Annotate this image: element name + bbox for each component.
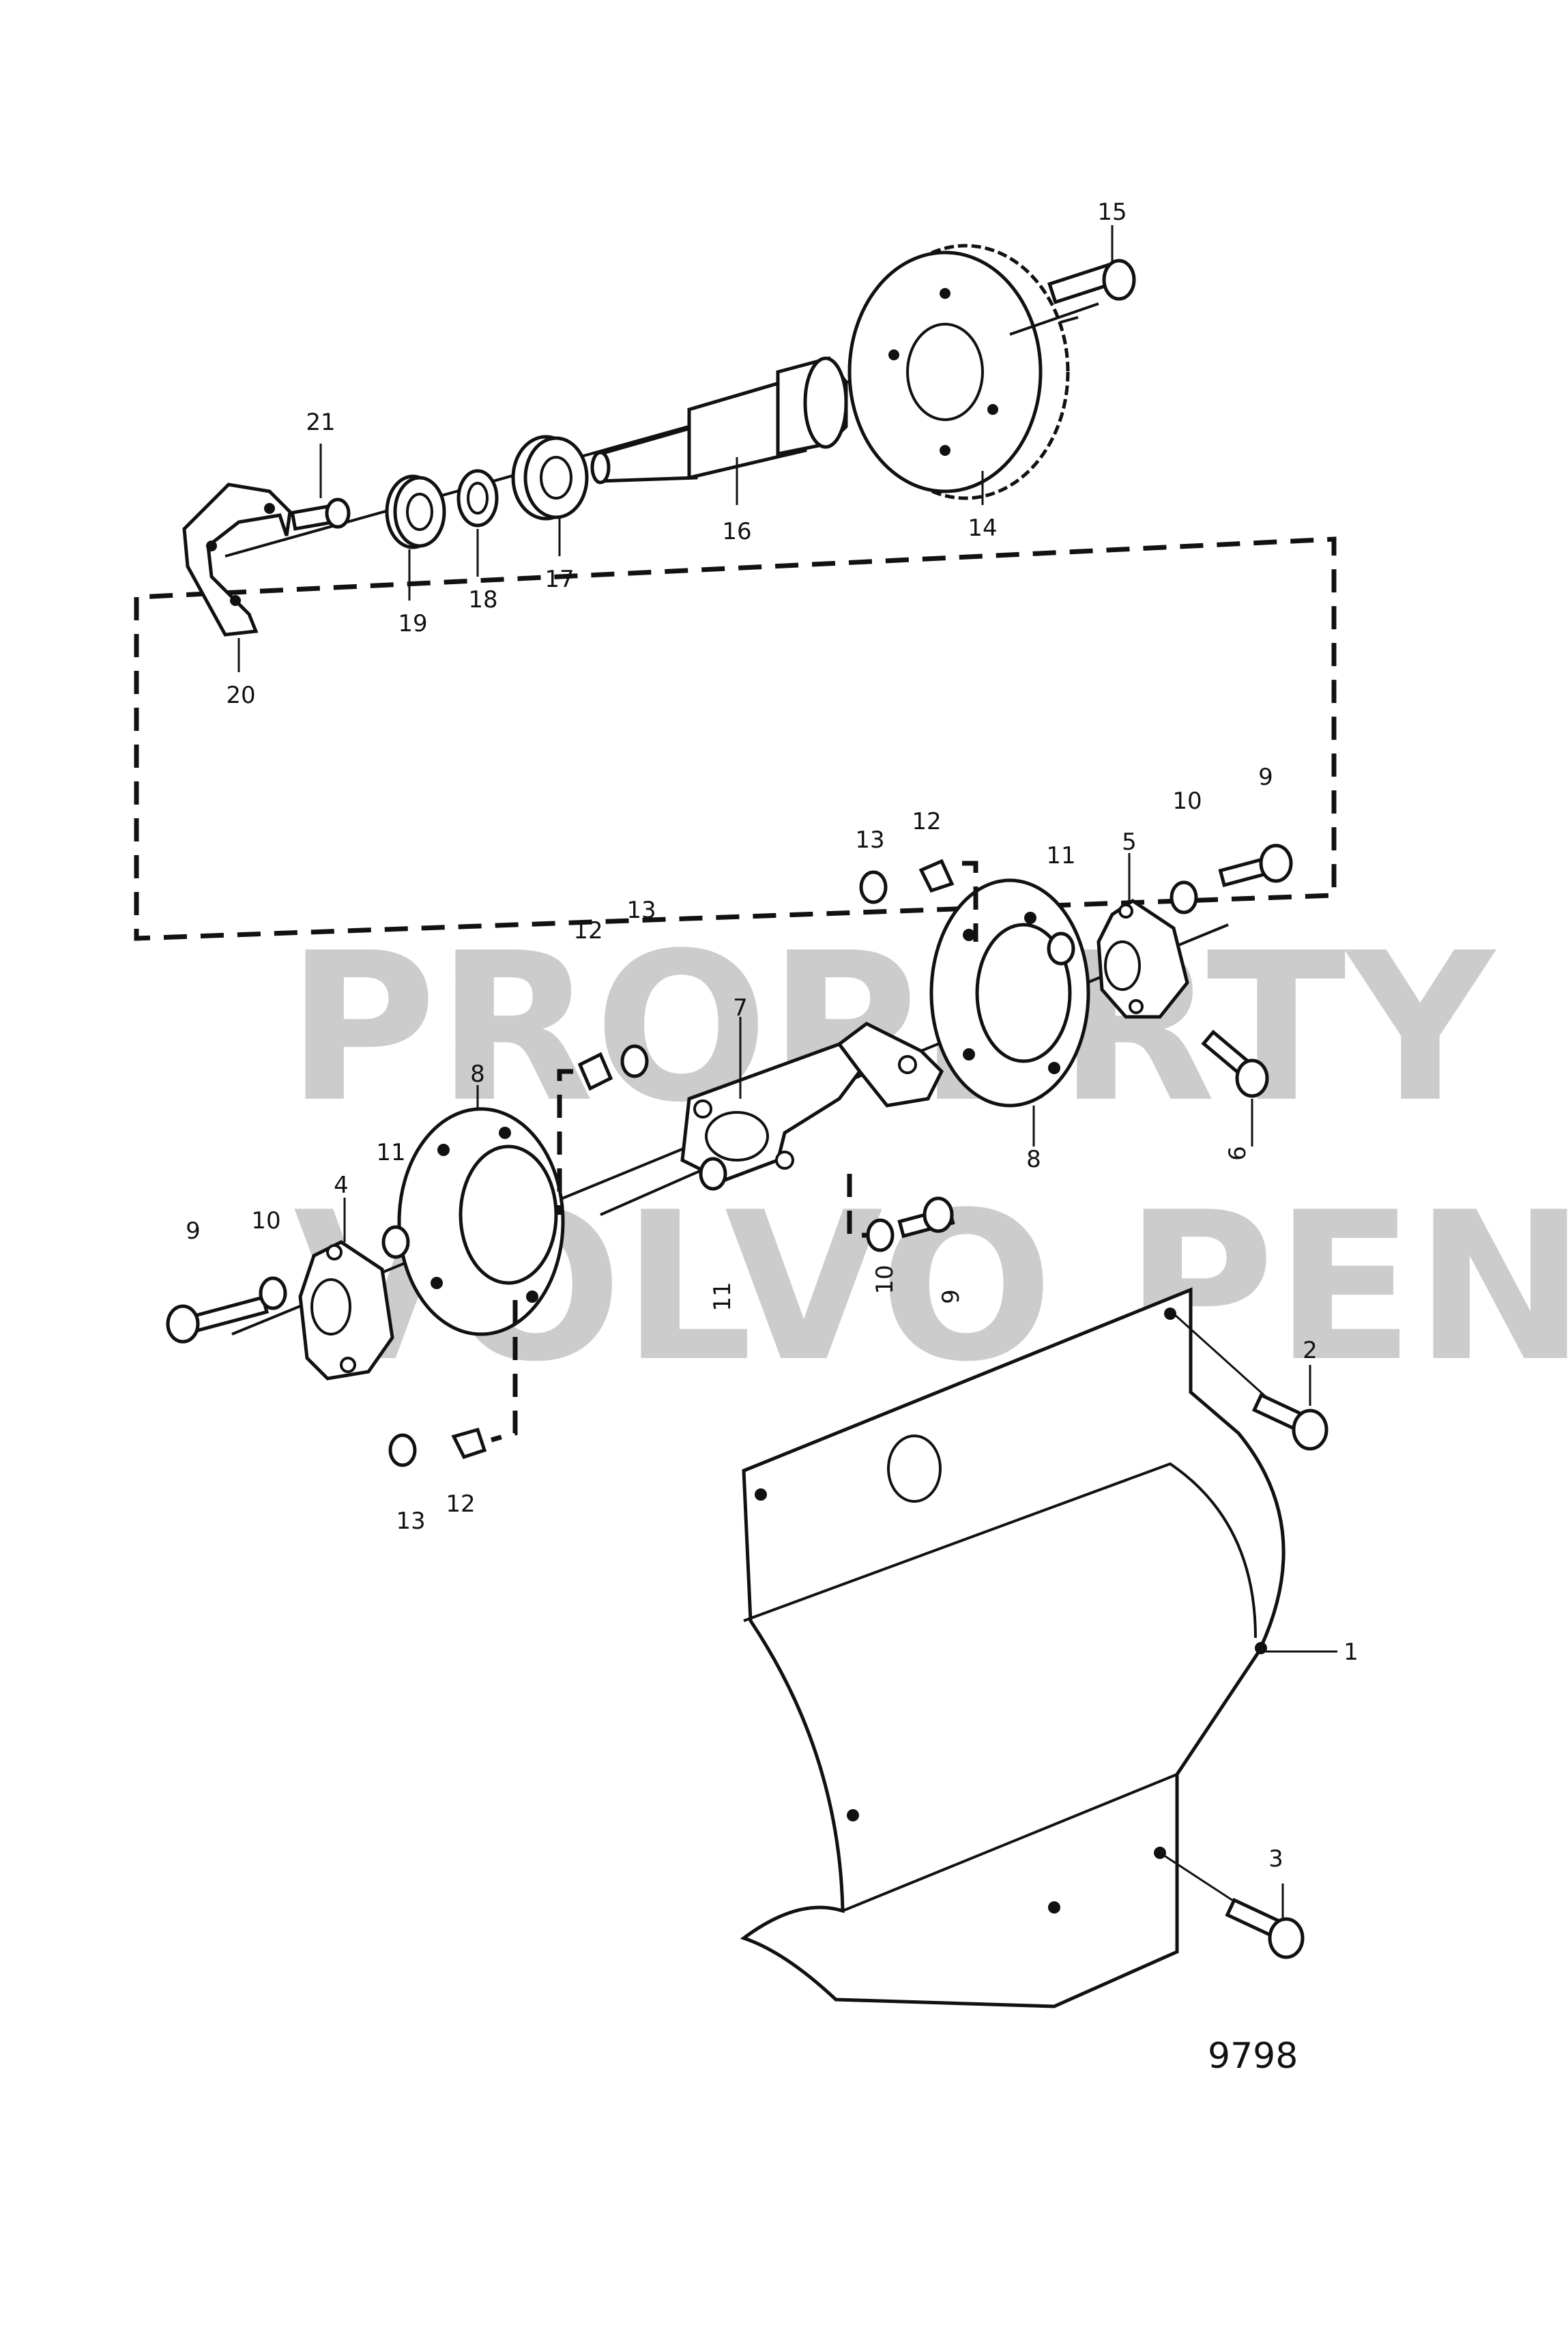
shaft-part-16 bbox=[590, 356, 848, 485]
callout-6: 6 bbox=[1224, 1146, 1251, 1161]
watermark-line-1: PROPERTY OF bbox=[287, 909, 1568, 1147]
dashed-link-center-lower bbox=[847, 1174, 867, 1238]
cover-plate-part-1 bbox=[740, 1287, 1286, 2008]
callout-1: 1 bbox=[1344, 1639, 1359, 1666]
dashed-link-right-upper bbox=[962, 861, 978, 942]
callout-16: 16 bbox=[722, 518, 751, 545]
callout-7: 7 bbox=[733, 994, 748, 1022]
upper-shaft-assembly bbox=[182, 244, 1136, 637]
callout-12-lower: 12 bbox=[446, 1490, 475, 1518]
block-part-5 bbox=[1097, 898, 1189, 1019]
bolt-part-15 bbox=[1009, 259, 1136, 336]
callout-13-upper: 13 bbox=[626, 897, 656, 924]
callout-9-right: 9 bbox=[1258, 764, 1273, 791]
callout-4: 4 bbox=[334, 1172, 349, 1199]
callout-13-lower: 13 bbox=[396, 1508, 425, 1535]
fasteners-left bbox=[166, 1044, 727, 1467]
bolt-part-3 bbox=[1159, 1851, 1305, 1959]
callout-11-right: 11 bbox=[1046, 842, 1075, 869]
callout-10-right: 10 bbox=[1172, 788, 1202, 815]
callout-12-right: 12 bbox=[912, 808, 941, 835]
dashed-link-left-lower bbox=[491, 1300, 518, 1443]
bolt-part-21 bbox=[290, 498, 351, 531]
assembly-dashed-frame bbox=[134, 536, 1337, 941]
dashed-link-left-upper bbox=[557, 1069, 573, 1215]
flange-part-8-left bbox=[397, 1107, 565, 1336]
bracket-part-20 bbox=[182, 482, 292, 637]
callout-10-center: 10 bbox=[871, 1265, 899, 1294]
bearing-part-17 bbox=[511, 435, 589, 521]
callout-8-right: 8 bbox=[1026, 1146, 1041, 1173]
callout-8-left: 8 bbox=[470, 1061, 485, 1088]
gear-part-14 bbox=[847, 244, 1070, 500]
callout-21: 21 bbox=[306, 409, 335, 436]
figure-number: 9798 bbox=[1208, 2036, 1298, 2077]
bearing-part-19 bbox=[385, 474, 446, 549]
callout-9-left: 9 bbox=[186, 1217, 201, 1245]
leader-lines bbox=[237, 225, 1337, 1918]
callout-15: 15 bbox=[1097, 199, 1127, 226]
callout-14: 14 bbox=[968, 515, 997, 542]
callout-labels: 1 2 3 4 5 6 7 8 8 9 9 9 10 10 10 11 11 1… bbox=[186, 199, 1359, 1873]
callout-11-center: 11 bbox=[709, 1282, 736, 1311]
fasteners-right bbox=[859, 843, 1293, 1252]
callout-3: 3 bbox=[1268, 1845, 1283, 1873]
callout-20: 20 bbox=[226, 682, 255, 709]
bracket-part-7 bbox=[680, 1022, 944, 1183]
callout-18: 18 bbox=[468, 586, 497, 614]
callout-5: 5 bbox=[1122, 828, 1137, 856]
callout-19: 19 bbox=[398, 610, 427, 637]
callout-9-center: 9 bbox=[938, 1289, 965, 1304]
bolt-part-2 bbox=[1172, 1312, 1329, 1451]
callout-17: 17 bbox=[545, 566, 574, 593]
block-part-4 bbox=[298, 1240, 394, 1381]
flange-part-8-right bbox=[929, 878, 1090, 1108]
callout-10-left: 10 bbox=[251, 1207, 280, 1235]
callout-13-right: 13 bbox=[855, 826, 884, 854]
callout-2: 2 bbox=[1303, 1337, 1318, 1364]
callout-12-upper: 12 bbox=[573, 917, 602, 945]
ring-part-18 bbox=[456, 469, 499, 528]
callout-11-left: 11 bbox=[376, 1139, 405, 1166]
